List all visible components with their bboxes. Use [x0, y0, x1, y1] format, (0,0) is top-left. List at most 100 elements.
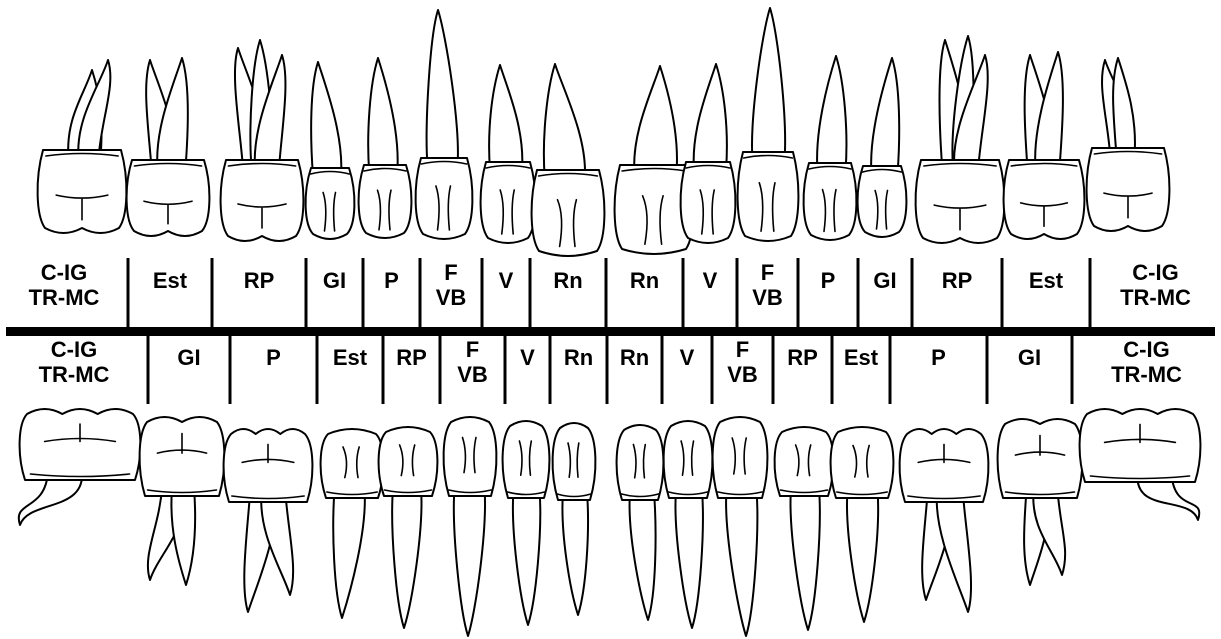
tooth-crown [681, 162, 736, 243]
upper-third-molar-tooth [38, 60, 127, 233]
upper-first-molar-tooth [221, 40, 304, 241]
tooth-label: P [266, 345, 281, 370]
tooth-label: C-IG [51, 337, 97, 362]
tooth-label: VB [457, 362, 488, 387]
tooth-root [847, 490, 878, 622]
tooth-root [392, 488, 421, 628]
tooth-crown [916, 160, 1005, 243]
lower-second-premolar-tooth [831, 427, 894, 622]
tooth-label: Est [333, 345, 368, 370]
lower-first-molar-tooth [900, 429, 989, 612]
tooth-label: VB [436, 285, 467, 310]
tooth-label: RP [396, 345, 427, 370]
tooth-crown [359, 165, 412, 238]
lower-teeth-row [19, 409, 1201, 636]
tooth-root [489, 65, 522, 170]
lower-first-premolar-tooth [775, 427, 834, 630]
tooth-root [634, 66, 677, 173]
lower-second-molar-tooth [140, 417, 225, 585]
tooth-label: TR-MC [29, 285, 100, 310]
upper-second-molar-tooth [1004, 52, 1085, 239]
tooth-label: Rn [630, 268, 659, 293]
tooth-crown [900, 429, 989, 502]
upper-lateral-incisor-tooth [681, 64, 736, 243]
tooth-root [513, 490, 540, 625]
tooth-label: Est [844, 345, 879, 370]
tooth-label: C-IG [1132, 260, 1178, 285]
upper-first-premolar-tooth [804, 56, 857, 240]
lower-canine-tooth [444, 417, 497, 636]
tooth-crown [140, 417, 225, 496]
tooth-label: RP [244, 268, 275, 293]
tooth-label: F [444, 260, 457, 285]
tooth-root [791, 488, 820, 630]
upper-second-premolar-tooth [858, 58, 907, 237]
tooth-label: TR-MC [39, 362, 110, 387]
tooth-label: Rn [553, 268, 582, 293]
tooth-crown [38, 150, 127, 233]
tooth-crown [617, 425, 664, 500]
tooth-root [427, 10, 458, 166]
tooth-root [871, 58, 899, 174]
tooth-label: Rn [564, 345, 593, 370]
tooth-crown [1004, 160, 1085, 239]
tooth-crown [831, 427, 894, 498]
lower-canine-tooth [713, 417, 768, 636]
lower-third-molar-tooth [1080, 409, 1201, 520]
tooth-root [333, 490, 365, 618]
tooth-crown [444, 417, 497, 496]
tooth-label: Est [153, 268, 188, 293]
lower-second-molar-tooth [998, 419, 1083, 585]
tooth-crown [503, 421, 550, 498]
tooth-label: C-IG [41, 260, 87, 285]
tooth-label: RP [942, 268, 973, 293]
tooth-crown [1087, 148, 1170, 231]
lower-lateral-incisor-tooth [503, 421, 550, 625]
upper-first-premolar-tooth [359, 58, 412, 238]
lower-central-incisor-tooth [617, 425, 664, 620]
upper-central-incisor-tooth [532, 64, 605, 256]
tooth-crown [532, 170, 605, 256]
tooth-label: VB [727, 362, 758, 387]
tooth-crown [306, 168, 355, 239]
upper-canine-tooth [416, 10, 473, 239]
lower-first-molar-tooth [224, 429, 313, 612]
midline-divider [6, 327, 1215, 336]
tooth-label: P [931, 345, 946, 370]
tooth-crown [713, 417, 768, 498]
tooth-label: VB [752, 285, 783, 310]
upper-first-molar-tooth [916, 36, 1005, 243]
tooth-label: V [499, 268, 514, 293]
tooth-label: F [761, 260, 774, 285]
tooth-crown [321, 429, 384, 498]
lower-first-premolar-tooth [379, 427, 438, 628]
lower-central-incisor-tooth [553, 423, 596, 615]
tooth-label: GI [177, 345, 200, 370]
tooth-crown [858, 166, 907, 237]
tooth-label: Est [1029, 268, 1064, 293]
tooth-root [726, 490, 757, 636]
lower-label-row: C-IGTR-MCGIPEstRPFVBVRnRnVFVBRPEstPGIC-I… [39, 335, 1182, 404]
tooth-label: P [821, 268, 836, 293]
tooth-crown [664, 421, 713, 498]
tooth-root [562, 492, 588, 615]
upper-second-molar-tooth [127, 58, 210, 236]
tooth-crown [221, 160, 304, 241]
tooth-label: V [703, 268, 718, 293]
tooth-crown [481, 162, 536, 243]
tooth-root [694, 64, 727, 170]
upper-central-incisor-tooth [615, 66, 694, 254]
tooth-label: TR-MC [1111, 362, 1182, 387]
tooth-root [368, 58, 397, 173]
tooth-crown [1080, 409, 1201, 482]
upper-teeth-row [38, 8, 1170, 256]
upper-lateral-incisor-tooth [481, 65, 536, 243]
tooth-label: GI [873, 268, 896, 293]
tooth-root [311, 62, 341, 176]
tooth-label: RP [787, 345, 818, 370]
tooth-crown [804, 163, 857, 240]
tooth-label: Rn [620, 345, 649, 370]
tooth-root [454, 488, 485, 636]
